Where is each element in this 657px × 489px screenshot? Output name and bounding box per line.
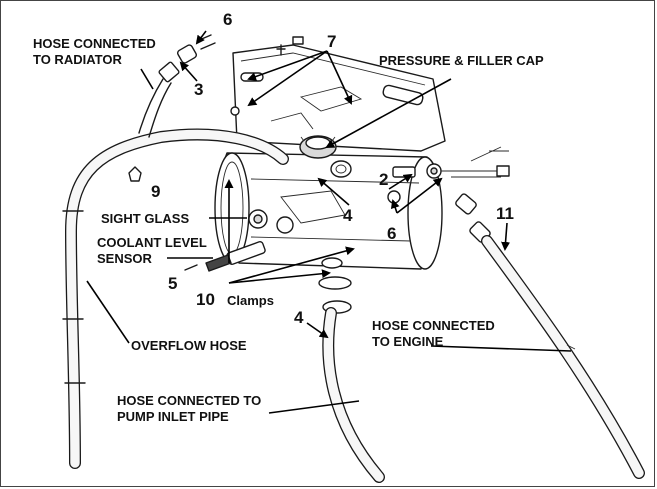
label-hose-engine-1: HOSE CONNECTED bbox=[372, 318, 495, 333]
label-clamps: Clamps bbox=[227, 293, 274, 308]
callout-3: 3 bbox=[194, 80, 203, 99]
label-hose-engine-2: TO ENGINE bbox=[372, 334, 444, 349]
label-hose-pump-2: PUMP INLET PIPE bbox=[117, 409, 229, 424]
label-hose-radiator-1: HOSE CONNECTED bbox=[33, 36, 156, 51]
overflow-hose bbox=[62, 128, 289, 469]
callout-9: 9 bbox=[151, 182, 160, 201]
pump-inlet-hose bbox=[318, 276, 385, 483]
callout-leaders bbox=[86, 30, 572, 414]
callout-4-mid: 4 bbox=[343, 206, 353, 225]
radiator-hose bbox=[138, 34, 216, 138]
label-sight-glass: SIGHT GLASS bbox=[101, 211, 189, 226]
pressure-filler-cap bbox=[299, 135, 337, 159]
label-pressure-filler-cap: PRESSURE & FILLER CAP bbox=[379, 53, 544, 68]
callout-2: 2 bbox=[379, 170, 388, 189]
label-overflow-hose: OVERFLOW HOSE bbox=[131, 338, 247, 353]
coolant-level-sensor bbox=[184, 241, 266, 272]
sight-glass bbox=[248, 209, 294, 234]
callout-10: 10 bbox=[196, 290, 215, 309]
engine-hose bbox=[455, 193, 645, 479]
callout-11: 11 bbox=[496, 204, 514, 223]
bracket-bolts bbox=[230, 36, 304, 116]
callout-4-low: 4 bbox=[294, 308, 304, 327]
coolant-tank bbox=[184, 135, 510, 272]
label-hose-radiator-2: TO RADIATOR bbox=[33, 52, 122, 67]
label-coolant-level-1: COOLANT LEVEL bbox=[97, 235, 207, 250]
callout-7: 7 bbox=[327, 32, 336, 51]
callout-6-right: 6 bbox=[387, 224, 396, 243]
callout-5: 5 bbox=[168, 274, 177, 293]
label-hose-pump-1: HOSE CONNECTED TO bbox=[117, 393, 261, 408]
callout-6-top: 6 bbox=[223, 10, 232, 29]
label-coolant-level-2: SENSOR bbox=[97, 251, 153, 266]
